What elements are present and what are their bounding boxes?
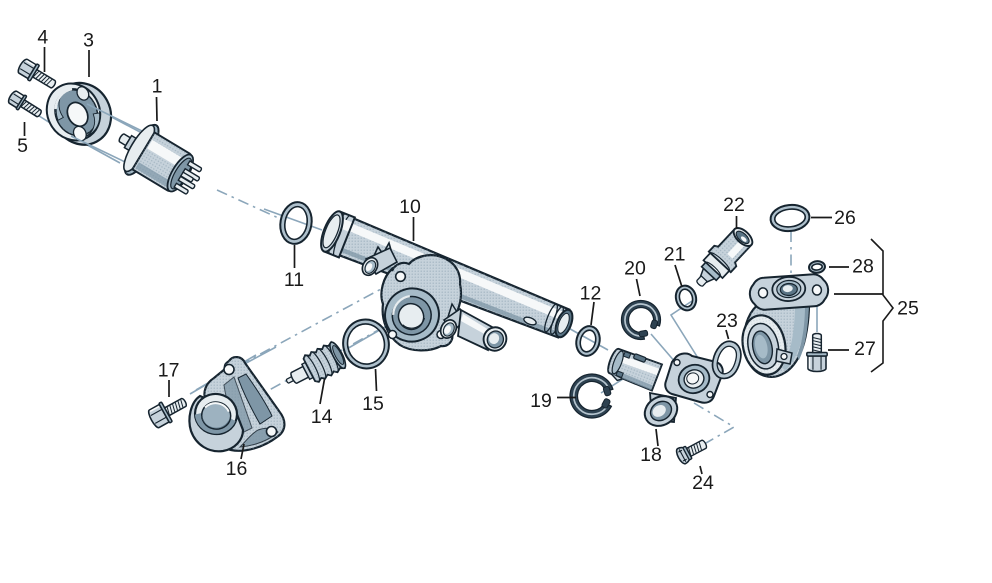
svg-text:11: 11 [284,269,304,291]
svg-text:12: 12 [580,282,602,304]
svg-text:5: 5 [17,135,28,157]
svg-text:28: 28 [852,256,874,278]
svg-text:21: 21 [664,244,686,266]
svg-text:20: 20 [624,257,646,279]
svg-text:4: 4 [37,27,48,49]
svg-text:23: 23 [716,310,738,332]
svg-text:22: 22 [723,194,745,216]
svg-text:16: 16 [226,458,248,480]
svg-text:19: 19 [530,390,552,412]
svg-text:26: 26 [834,207,856,229]
svg-text:10: 10 [399,196,421,218]
svg-text:25: 25 [897,298,919,320]
svg-text:24: 24 [692,472,714,494]
svg-text:15: 15 [362,393,384,415]
svg-text:18: 18 [640,444,662,466]
svg-text:14: 14 [311,406,333,428]
svg-text:27: 27 [854,338,876,360]
svg-text:1: 1 [152,76,163,98]
svg-text:17: 17 [158,360,180,382]
svg-text:3: 3 [83,29,94,51]
